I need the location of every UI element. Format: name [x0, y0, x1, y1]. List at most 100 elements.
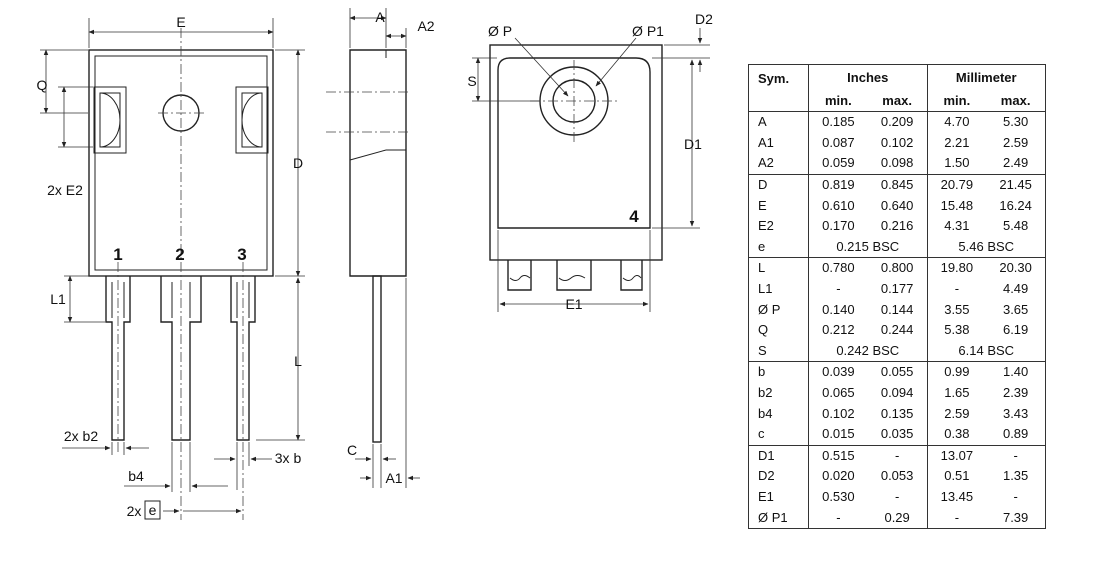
header-in-max: max. — [867, 91, 928, 112]
cell-mm-min: 20.79 — [927, 173, 987, 196]
cell-sym: S — [748, 340, 809, 362]
cell-mm-max: 2.39 — [1002, 385, 1029, 401]
cell-mm-min: 0.38 — [944, 426, 970, 442]
cell-mm-min: 2.59 — [944, 405, 970, 421]
cell-mm-max: - — [986, 444, 1046, 467]
cell-mm-max: 2.49 — [1002, 155, 1029, 171]
dim-S-label: S — [467, 73, 476, 89]
cell-in-min: 0.780 — [808, 257, 868, 279]
cell-mm-min: 4.70 — [927, 110, 987, 133]
dim-b4-label: b4 — [128, 468, 144, 484]
cell-in-max: 0.244 — [867, 319, 928, 341]
cell-sym: b — [748, 361, 809, 383]
dim-A2-label: A2 — [417, 18, 434, 34]
cell-in-bsc: 0.242 BSC — [808, 340, 928, 362]
cell-mm-max: 2.59 — [1002, 134, 1029, 150]
dim-e-label: e — [149, 502, 157, 518]
cell-mm-min: 13.07 — [927, 444, 987, 467]
cell-mm-min: 1.50 — [944, 155, 970, 171]
cell-in-min: 0.059 — [822, 155, 855, 171]
lead-3 — [230, 262, 256, 520]
cell-mm-min: 0.51 — [944, 468, 970, 484]
dim-E2-label: 2x E2 — [47, 182, 83, 198]
cell-sym: c — [748, 423, 809, 445]
cell-in-max: 0.098 — [867, 153, 928, 175]
cell-sym: Ø P — [748, 299, 809, 320]
cell-mm-max: 20.30 — [986, 257, 1046, 279]
cell-mm-bsc: 6.14 BSC — [958, 342, 1015, 358]
cell-in-bsc: 0.215 BSC — [808, 236, 928, 258]
cell-sym: D1 — [748, 444, 809, 467]
cell-mm-min: 2.21 — [944, 134, 970, 150]
cell-sym: Ø P1 — [748, 507, 809, 529]
cell-in-min: 0.819 — [808, 173, 868, 196]
cell-sym: b4 — [748, 403, 809, 424]
left-notch — [93, 86, 127, 154]
cell-in-max: - — [867, 444, 928, 467]
cell-sym: e — [748, 236, 809, 258]
dim-E-label: E — [176, 14, 185, 30]
cell-in-max: 0.177 — [867, 278, 928, 300]
cell-sym: A — [748, 110, 809, 133]
pin-2-label: 2 — [175, 245, 184, 264]
cell-mm-min: 13.45 — [940, 488, 974, 504]
table-row: L1-0.177-4.49 — [748, 278, 1046, 300]
cell-in-max: - — [867, 486, 928, 508]
dim-D2-label: D2 — [695, 11, 713, 27]
cell-in-min: 0.087 — [822, 134, 855, 150]
cell-sym: Q — [748, 319, 809, 341]
header-mm-max: max. — [1000, 93, 1031, 108]
cell-mm-min: - — [954, 281, 960, 297]
back-view: 4 Ø P Ø P1 S D2 D1 E1 — [467, 11, 713, 312]
cell-in-max: 0.29 — [867, 507, 928, 529]
cell-in-max: 0.800 — [867, 257, 928, 279]
cell-in-min: 0.140 — [822, 301, 855, 317]
cell-mm-max: 5.30 — [986, 110, 1046, 133]
cell-mm-min: 5.38 — [944, 322, 970, 338]
cell-in-max: 0.035 — [867, 423, 928, 445]
cell-mm-max: 7.39 — [1002, 509, 1029, 525]
cell-mm-max: 1.35 — [1002, 468, 1029, 484]
cell-sym: b2 — [748, 382, 809, 404]
cell-mm-max: 3.65 — [1002, 301, 1029, 317]
dim-b-label: 3x b — [275, 450, 302, 466]
dim-E1-label: E1 — [565, 296, 582, 312]
right-notch — [235, 86, 269, 154]
table-row: A1 0.087 0.102 2.21 2.59 — [748, 132, 1046, 154]
dim-Q-label: Q — [37, 77, 48, 93]
cell-in-max: 0.209 — [867, 110, 928, 133]
cell-mm-min: 1.65 — [944, 385, 970, 401]
dim-e-count-label: 2x — [127, 503, 142, 519]
cell-in-min: 0.065 — [822, 385, 855, 401]
cell-in-min: 0.020 — [822, 468, 855, 484]
cell-sym: E1 — [748, 486, 809, 508]
cell-in-min: 0.530 — [822, 488, 855, 504]
cell-in-min: 0.039 — [808, 361, 868, 383]
cell-mm-min: 19.80 — [927, 257, 987, 279]
cell-in-max: 0.053 — [867, 466, 928, 487]
cell-in-min: - — [836, 509, 841, 525]
cell-sym: E — [748, 195, 809, 216]
cell-in-max: 0.216 — [867, 215, 928, 237]
cell-sym: L — [748, 257, 809, 279]
front-view: 1 2 3 E Q 2x E2 D L L1 — [37, 14, 305, 520]
header-in-min: min. — [825, 93, 852, 108]
cell-in-max: 0.102 — [867, 132, 928, 154]
cell-in-max: 0.845 — [867, 173, 928, 196]
cell-in-max: 0.055 — [867, 361, 928, 383]
cell-mm-min: - — [954, 509, 960, 525]
table-row: Ø P1 - 0.29 - 7.39 — [748, 507, 1046, 529]
cell-sym: A1 — [748, 132, 809, 154]
